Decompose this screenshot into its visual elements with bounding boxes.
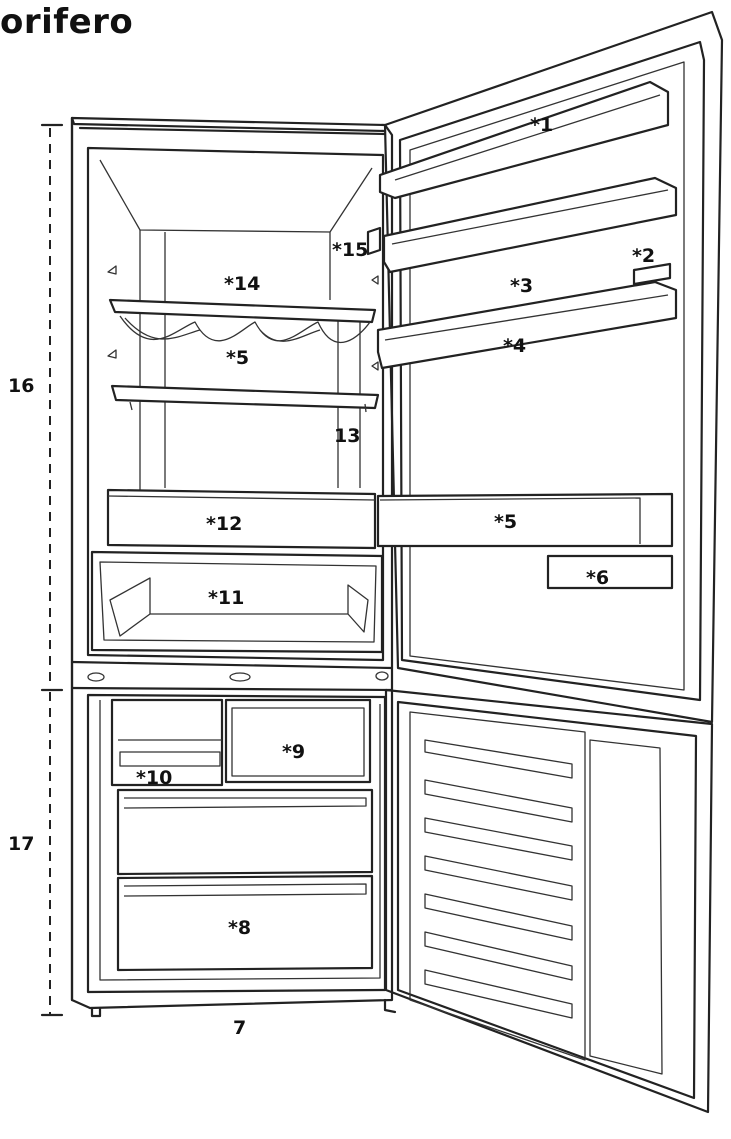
door-small-bin <box>546 554 674 590</box>
label-10: *10 <box>136 767 172 789</box>
vegetable-crisper <box>90 550 384 654</box>
freezer-box <box>224 698 372 784</box>
label-3: *3 <box>510 275 533 297</box>
label-13: 13 <box>334 425 360 447</box>
crisper-cover <box>106 488 377 550</box>
label-12: *12 <box>206 513 242 535</box>
freezer-drawer-lower <box>116 874 374 972</box>
label-16: 16 <box>8 375 34 397</box>
label-4: *4 <box>503 335 526 357</box>
fridge-door <box>383 10 724 724</box>
label-14: *14 <box>224 273 260 295</box>
label-5-door: *5 <box>494 511 517 533</box>
label-2: *2 <box>632 245 655 267</box>
freezer-drawer-upper <box>116 788 374 876</box>
label-15: *15 <box>332 239 368 261</box>
label-11: *11 <box>208 587 244 609</box>
label-17: 17 <box>8 833 34 855</box>
label-9: *9 <box>282 741 305 763</box>
wine-rack-shelf <box>108 298 377 344</box>
page-title: orifero <box>0 2 134 42</box>
label-1: *1 <box>530 114 553 136</box>
freezer-door <box>384 688 714 1114</box>
label-7: 7 <box>233 1017 246 1039</box>
label-5-rack: *5 <box>226 347 249 369</box>
ice-tray-area <box>110 698 224 787</box>
dimension-markers <box>40 123 64 1017</box>
label-8: *8 <box>228 917 251 939</box>
door-shelf-3 <box>376 280 678 370</box>
egg-tray <box>632 262 672 286</box>
door-shelf-top <box>378 80 670 200</box>
bottle-shelf <box>376 492 674 548</box>
glass-shelf <box>110 384 380 413</box>
light-unit <box>366 226 382 256</box>
label-6: *6 <box>586 567 609 589</box>
door-shelf-2 <box>382 176 678 274</box>
